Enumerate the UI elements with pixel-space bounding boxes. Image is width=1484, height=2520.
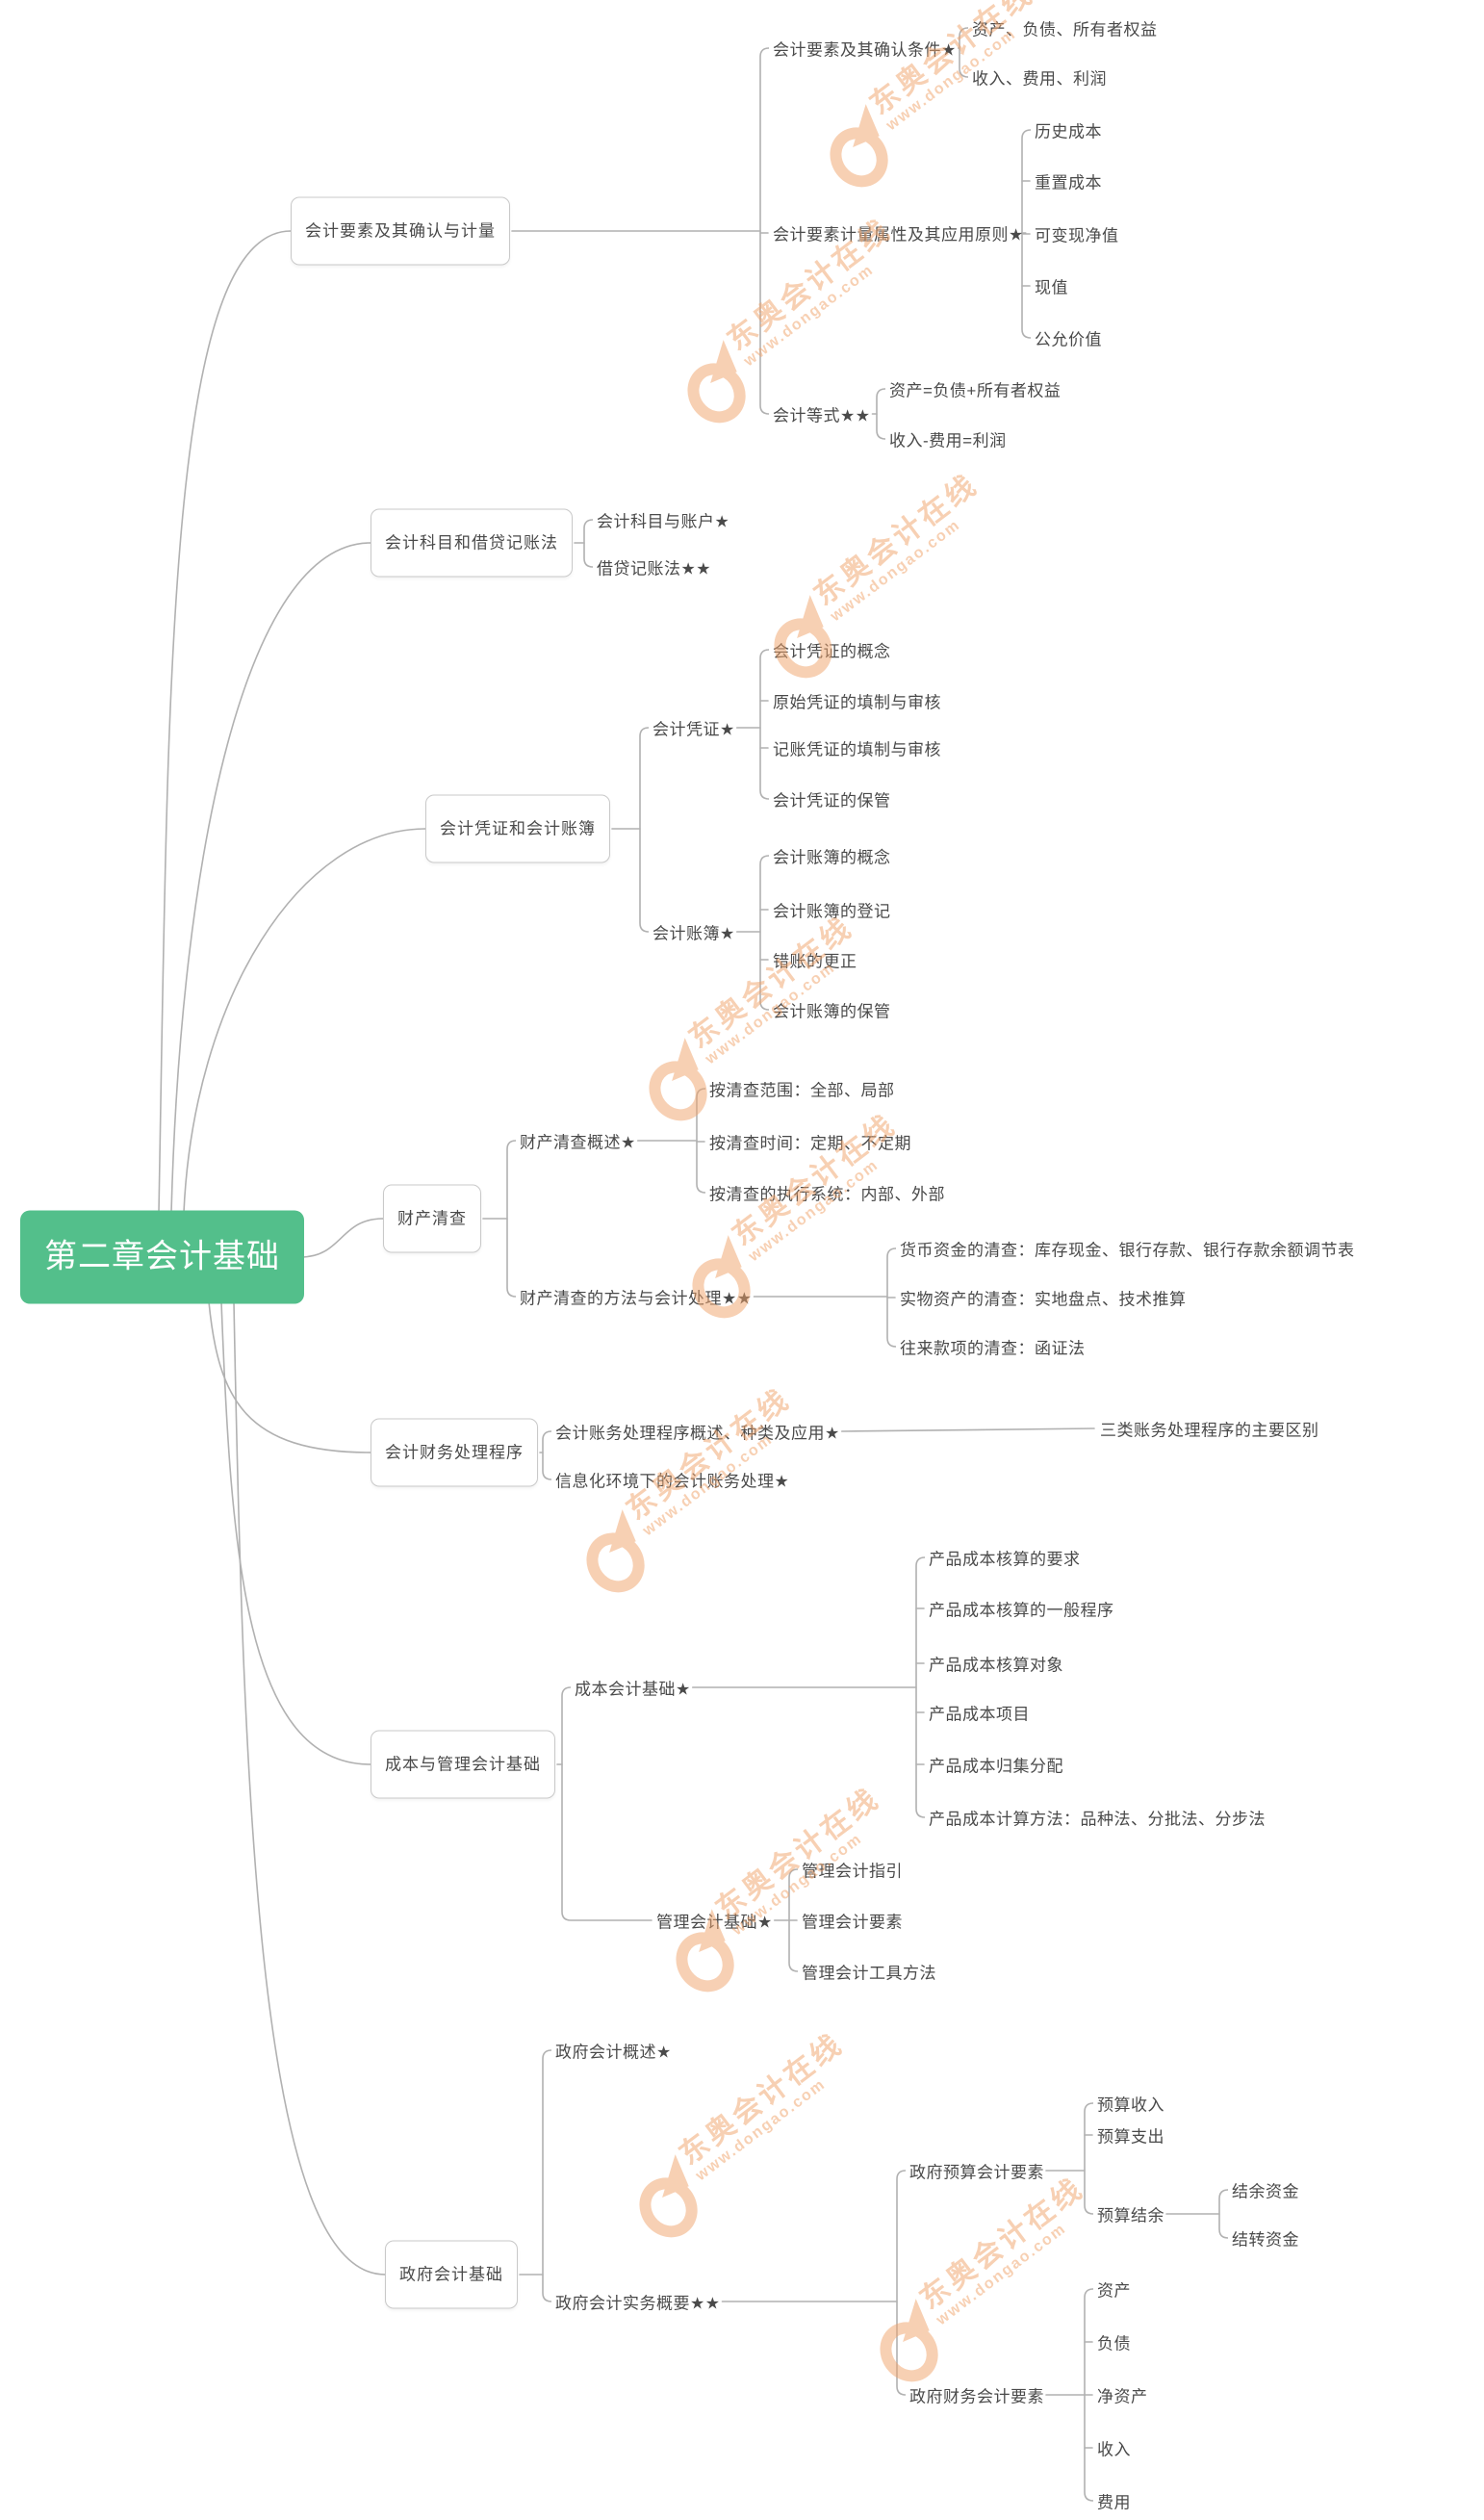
detail-topic[interactable]: 往来款项的清查：函证法 <box>900 1339 1086 1358</box>
detail-topic[interactable]: 产品成本核算对象 <box>929 1656 1063 1675</box>
detail-topic[interactable]: 收入 <box>1097 2440 1131 2459</box>
root-topic[interactable]: 第二章会计基础 <box>20 1210 304 1304</box>
detail-topic[interactable]: 预算收入 <box>1097 2096 1164 2115</box>
subtopic[interactable]: 管理会计基础★ <box>656 1913 773 1932</box>
detail-topic[interactable]: 三类账务处理程序的主要区别 <box>1100 1421 1319 1440</box>
detail-topic[interactable]: 实物资产的清查：实地盘点、技术推算 <box>900 1290 1187 1309</box>
detail-topic[interactable]: 资产=负债+所有者权益 <box>889 381 1062 400</box>
subtopic[interactable]: 财产清查的方法与会计处理★★ <box>520 1289 753 1308</box>
detail-topic[interactable]: 产品成本计算方法：品种法、分批法、分步法 <box>929 1810 1266 1829</box>
subtopic[interactable]: 政府会计概述★ <box>555 2043 672 2062</box>
detail-topic[interactable]: 负债 <box>1097 2334 1131 2353</box>
detail-topic[interactable]: 错账的更正 <box>773 952 857 971</box>
subtopic[interactable]: 会计账务处理程序概述、种类及应用★ <box>555 1424 840 1443</box>
detail-topic[interactable]: 收入-费用=利润 <box>889 431 1007 450</box>
detail-topic[interactable]: 产品成本归集分配 <box>929 1757 1063 1776</box>
dongao-logo-icon <box>861 2298 955 2393</box>
main-topic-property-check[interactable]: 财产清查 <box>383 1184 481 1253</box>
detail-topic[interactable]: 结转资金 <box>1232 2230 1299 2250</box>
detail-topic[interactable]: 历史成本 <box>1035 122 1102 141</box>
detail-topic[interactable]: 管理会计指引 <box>802 1862 903 1881</box>
subtopic[interactable]: 财产清查概述★ <box>520 1133 636 1152</box>
detail-topic[interactable]: 会计账簿的概念 <box>773 848 891 867</box>
detail-topic[interactable]: 按清查范围：全部、局部 <box>709 1081 895 1100</box>
detail-topic[interactable]: 预算支出 <box>1097 2127 1164 2147</box>
subtopic[interactable]: 会计要素及其确认条件★ <box>773 40 957 60</box>
subtopic[interactable]: 政府会计实务概要★★ <box>555 2294 721 2313</box>
detail-topic[interactable]: 记账凭证的填制与审核 <box>773 740 941 759</box>
subtopic[interactable]: 会计科目与账户★ <box>597 512 730 531</box>
detail-topic[interactable]: 会计账簿的登记 <box>773 902 891 921</box>
main-topic-vouchers-books[interactable]: 会计凭证和会计账簿 <box>425 794 610 863</box>
detail-topic[interactable]: 管理会计要素 <box>802 1913 903 1932</box>
dongao-logo-icon <box>621 2153 714 2249</box>
detail-topic[interactable]: 费用 <box>1097 2493 1131 2512</box>
subtopic[interactable]: 会计等式★★ <box>773 406 871 425</box>
detail-topic[interactable]: 货币资金的清查：库存现金、银行存款、银行存款余额调节表 <box>900 1241 1355 1260</box>
detail-topic[interactable]: 资产、负债、所有者权益 <box>972 20 1158 39</box>
detail-topic[interactable]: 原始凭证的填制与审核 <box>773 693 941 712</box>
subtopic[interactable]: 借贷记账法★★ <box>597 559 711 579</box>
detail-topic[interactable]: 按清查时间：定期、不定期 <box>709 1134 911 1153</box>
detail-topic[interactable]: 收入、费用、利润 <box>972 69 1107 89</box>
main-topic-subjects-bookkeeping[interactable]: 会计科目和借贷记账法 <box>371 508 573 578</box>
dongao-logo-icon <box>811 103 905 198</box>
detail-topic[interactable]: 资产 <box>1097 2281 1131 2301</box>
detail-topic[interactable]: 产品成本项目 <box>929 1705 1030 1724</box>
detail-topic[interactable]: 管理会计工具方法 <box>802 1964 936 1983</box>
main-topic-elements-measurement[interactable]: 会计要素及其确认与计量 <box>291 196 510 266</box>
detail-topic[interactable]: 政府预算会计要素 <box>909 2163 1044 2182</box>
detail-topic[interactable]: 按清查的执行系统：内部、外部 <box>709 1185 945 1204</box>
subtopic[interactable]: 会计要素计量属性及其应用原则★ <box>773 225 1024 244</box>
main-topic-accounting-procedures[interactable]: 会计财务处理程序 <box>371 1418 538 1487</box>
detail-topic[interactable]: 会计凭证的概念 <box>773 642 891 661</box>
detail-topic[interactable]: 现值 <box>1035 278 1068 297</box>
detail-topic[interactable]: 政府财务会计要素 <box>909 2387 1044 2406</box>
main-topic-government-accounting[interactable]: 政府会计基础 <box>385 2240 518 2309</box>
detail-topic[interactable]: 结余资金 <box>1232 2182 1299 2201</box>
detail-topic[interactable]: 预算结余 <box>1097 2206 1164 2225</box>
subtopic[interactable]: 会计凭证★ <box>652 720 735 739</box>
detail-topic[interactable]: 产品成本核算的一般程序 <box>929 1601 1114 1620</box>
dongao-logo-icon <box>669 339 762 434</box>
detail-topic[interactable]: 产品成本核算的要求 <box>929 1550 1081 1569</box>
detail-topic[interactable]: 可变现净值 <box>1035 226 1119 245</box>
detail-topic[interactable]: 会计凭证的保管 <box>773 791 891 810</box>
dongao-logo-icon <box>568 1508 661 1604</box>
subtopic[interactable]: 成本会计基础★ <box>575 1680 691 1699</box>
detail-topic[interactable]: 重置成本 <box>1035 173 1102 193</box>
subtopic[interactable]: 信息化环境下的会计账务处理★ <box>555 1472 790 1491</box>
detail-topic[interactable]: 会计账簿的保管 <box>773 1002 891 1021</box>
dongao-logo-icon <box>674 1234 767 1329</box>
main-topic-cost-management[interactable]: 成本与管理会计基础 <box>371 1730 555 1799</box>
subtopic[interactable]: 会计账簿★ <box>652 924 735 943</box>
detail-topic[interactable]: 公允价值 <box>1035 330 1102 349</box>
detail-topic[interactable]: 净资产 <box>1097 2387 1148 2406</box>
